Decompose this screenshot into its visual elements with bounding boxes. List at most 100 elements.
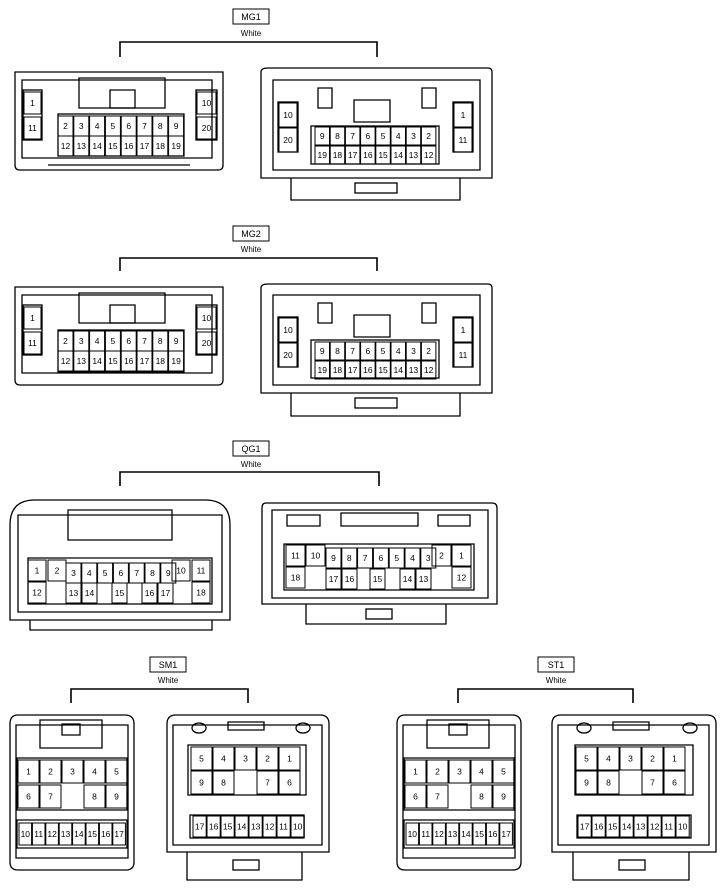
pin-number: 18 [196, 588, 206, 598]
pin-cell: 16 [591, 815, 606, 838]
pin-number: 14 [394, 365, 404, 375]
pin-cavity [357, 547, 374, 569]
pin-number: 16 [488, 829, 498, 839]
pin-cell: 3 [405, 341, 422, 361]
pin-cell: 7 [641, 770, 664, 795]
pin-number: 12 [434, 829, 444, 839]
pin-number: 7 [363, 553, 368, 563]
pin-number: 2 [426, 131, 431, 141]
pin-number: 4 [221, 754, 226, 764]
pin-cavity [278, 102, 298, 128]
pin-cavity [31, 822, 46, 846]
pin-cavity [285, 544, 306, 567]
pin-cavity [136, 135, 153, 157]
pin-cavity [369, 568, 386, 590]
pin-cell: 1 [451, 544, 472, 567]
pin-cavity [597, 770, 620, 795]
pin-cell: 3 [448, 759, 471, 784]
pin-cell: 17 [325, 568, 342, 590]
pin-cell: 6 [663, 770, 686, 795]
pin-number: 2 [55, 566, 60, 576]
pin-number: 8 [158, 121, 163, 131]
pin-number: 18 [156, 141, 166, 151]
pin-number: 19 [318, 150, 328, 160]
pin-cell: 14 [390, 360, 406, 380]
pin-cell: 6 [360, 341, 376, 361]
pin-cavity [451, 544, 472, 567]
pin-cavity [325, 568, 342, 590]
pin-number: 18 [291, 573, 301, 583]
pin-cell: 2 [57, 115, 74, 137]
pin-cell: 18 [152, 135, 169, 157]
pin-number: 20 [283, 135, 293, 145]
pin-number: 17 [501, 829, 511, 839]
pin-cavity [360, 360, 376, 380]
pin-number: 10 [21, 829, 31, 839]
pin-cavity [375, 341, 391, 361]
pin-number: 1 [413, 767, 418, 777]
pin-number: 1 [461, 110, 466, 120]
pin-number: 4 [95, 336, 100, 346]
pin-number: 1 [672, 754, 677, 764]
pin-cavity [459, 822, 473, 846]
pin-cavity [575, 746, 598, 771]
pin-number: 16 [594, 822, 604, 832]
pin-number: 3 [411, 346, 416, 356]
pin-number: 17 [580, 822, 590, 832]
pin-number: 18 [333, 365, 343, 375]
pin-cell: 10 [675, 815, 690, 838]
pin-cell: 2 [431, 544, 452, 567]
pin-cell: 2 [39, 759, 62, 784]
pin-cavity [97, 562, 114, 584]
pin-number: 6 [119, 568, 124, 578]
pin-cavity [168, 350, 185, 372]
pin-number: 7 [350, 346, 355, 356]
pin-cavity [314, 341, 330, 361]
pin-number: 20 [283, 350, 293, 360]
pin-number: 9 [114, 792, 119, 802]
pin-cavity [399, 568, 416, 590]
connector-sm1: SM1 White [9, 656, 330, 881]
pin-cavity [17, 784, 40, 809]
pin-number: 14 [92, 141, 102, 151]
pin-number: 6 [672, 778, 677, 788]
pin-cavity [390, 145, 406, 165]
pin-cavity [120, 135, 137, 157]
pin-cavity [492, 784, 515, 809]
pin-cell: 9 [160, 562, 177, 584]
pin-cell: 8 [341, 547, 358, 569]
pin-number: 12 [457, 573, 467, 583]
pin-cell: 7 [344, 341, 361, 361]
pin-cell: 9 [314, 126, 330, 146]
pin-cavity [619, 815, 634, 838]
pin-number: 16 [124, 356, 134, 366]
pin-number: 8 [479, 792, 484, 802]
pin-cavity [18, 822, 33, 846]
pin-number: 5 [584, 754, 589, 764]
pin-cell: 5 [575, 746, 598, 771]
pin-number: 3 [79, 121, 84, 131]
pin-cavity [575, 770, 598, 795]
pin-cell: 16 [141, 582, 158, 604]
pin-cavity [111, 582, 128, 604]
pin-cavity [57, 350, 74, 372]
pin-cavity [152, 135, 169, 157]
pin-cavity [470, 759, 493, 784]
pin-cell: 10 [278, 317, 298, 343]
pin-cavity [420, 126, 437, 146]
pin-cavity [39, 784, 62, 809]
pin-cell: 6 [372, 547, 389, 569]
pin-number: 17 [348, 365, 358, 375]
connector-color: White [546, 676, 567, 685]
pin-cell: 9 [492, 784, 515, 809]
connector-color: White [241, 245, 262, 254]
pin-cavity [675, 815, 690, 838]
pin-cell: 20 [278, 342, 298, 368]
pin-number: 3 [426, 553, 431, 563]
pin-number: 10 [283, 325, 293, 335]
pin-number: 8 [335, 131, 340, 141]
pin-cell: 15 [104, 350, 121, 372]
pin-cell: 15 [369, 568, 386, 590]
pin-cell: 3 [61, 759, 84, 784]
pin-cavity [196, 116, 217, 140]
